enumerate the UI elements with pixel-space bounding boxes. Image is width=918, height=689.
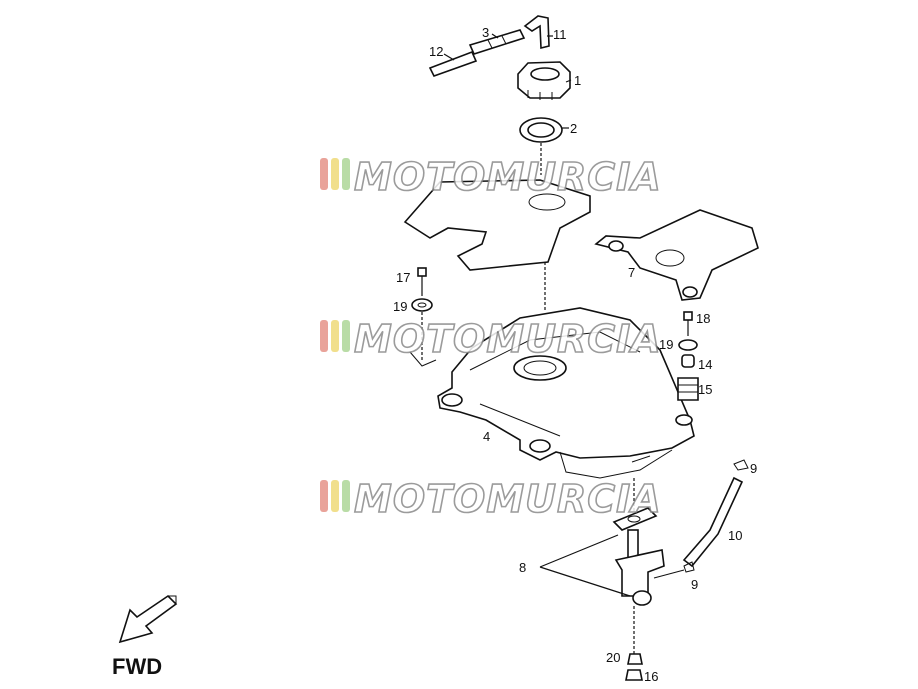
- watermark-1: MOTOMURCIA: [320, 154, 662, 200]
- fwd-arrow-icon: [118, 594, 178, 644]
- watermark-stripe-yellow: [331, 320, 339, 352]
- washer-20: [627, 653, 643, 665]
- callout-19-left: 19: [393, 299, 407, 314]
- fuel-hose-10: [682, 476, 744, 568]
- watermark-text: MOTOMURCIA: [354, 477, 662, 521]
- bolt-17: [417, 267, 427, 296]
- watermark-2: MOTOMURCIA: [320, 316, 662, 362]
- callout-4: 4: [483, 429, 490, 444]
- watermark-stripe-red: [320, 158, 328, 190]
- callout-20: 20: [606, 650, 620, 665]
- watermark-stripe-red: [320, 480, 328, 512]
- hose-clip-9-bottom: [683, 561, 695, 573]
- cap-gasket-2: [519, 117, 563, 143]
- watermark-stripe-green: [342, 158, 350, 190]
- callout-17: 17: [396, 270, 410, 285]
- callout-18: 18: [696, 311, 710, 326]
- collar-14: [681, 354, 695, 368]
- callout-14: 14: [698, 357, 712, 372]
- bolt-18: [683, 311, 693, 336]
- callout-15: 15: [698, 382, 712, 397]
- fuel-tank-4: [409, 307, 695, 479]
- fuel-valve-8: [614, 529, 685, 606]
- callout-19-right: 19: [659, 337, 673, 352]
- watermark-stripe-green: [342, 480, 350, 512]
- valve-gasket-8: [612, 507, 658, 531]
- callout-3: 3: [482, 25, 489, 40]
- breather-hose-11: [523, 15, 550, 50]
- breather-connector-3: [468, 29, 526, 55]
- callout-2: 2: [570, 121, 577, 136]
- callout-9-top: 9: [750, 461, 757, 476]
- fuel-cap-1: [517, 61, 571, 100]
- watermark-stripe-green: [342, 320, 350, 352]
- bolt-16: [625, 669, 643, 681]
- washer-19-right: [678, 339, 698, 351]
- watermark-stripe-red: [320, 320, 328, 352]
- callout-16: 16: [644, 669, 658, 684]
- watermark-stripe-yellow: [331, 158, 339, 190]
- breather-tube-12: [428, 50, 478, 77]
- callout-labels: 1 2 3 4 7 8 9 9 10 11 12 14 15 16 17 18 …: [393, 25, 757, 684]
- callout-8: 8: [519, 560, 526, 575]
- leader-lines: [443, 33, 631, 597]
- washer-19-left: [411, 298, 433, 312]
- watermark-stripe-yellow: [331, 480, 339, 512]
- tank-pad-right-7: [594, 209, 759, 301]
- watermark-text: MOTOMURCIA: [354, 155, 662, 199]
- watermark-text: MOTOMURCIA: [354, 317, 662, 361]
- callout-11: 11: [553, 27, 567, 42]
- callout-7: 7: [628, 265, 635, 280]
- watermark-3: MOTOMURCIA: [320, 476, 662, 522]
- tank-pad-left: [403, 179, 591, 271]
- callout-10: 10: [728, 528, 742, 543]
- grommet-15: [677, 377, 699, 401]
- fwd-label: FWD: [112, 654, 162, 679]
- callout-9-bottom: 9: [691, 577, 698, 592]
- hose-clip-9-top: [733, 459, 749, 471]
- callout-1: 1: [574, 73, 581, 88]
- callout-12: 12: [429, 44, 443, 59]
